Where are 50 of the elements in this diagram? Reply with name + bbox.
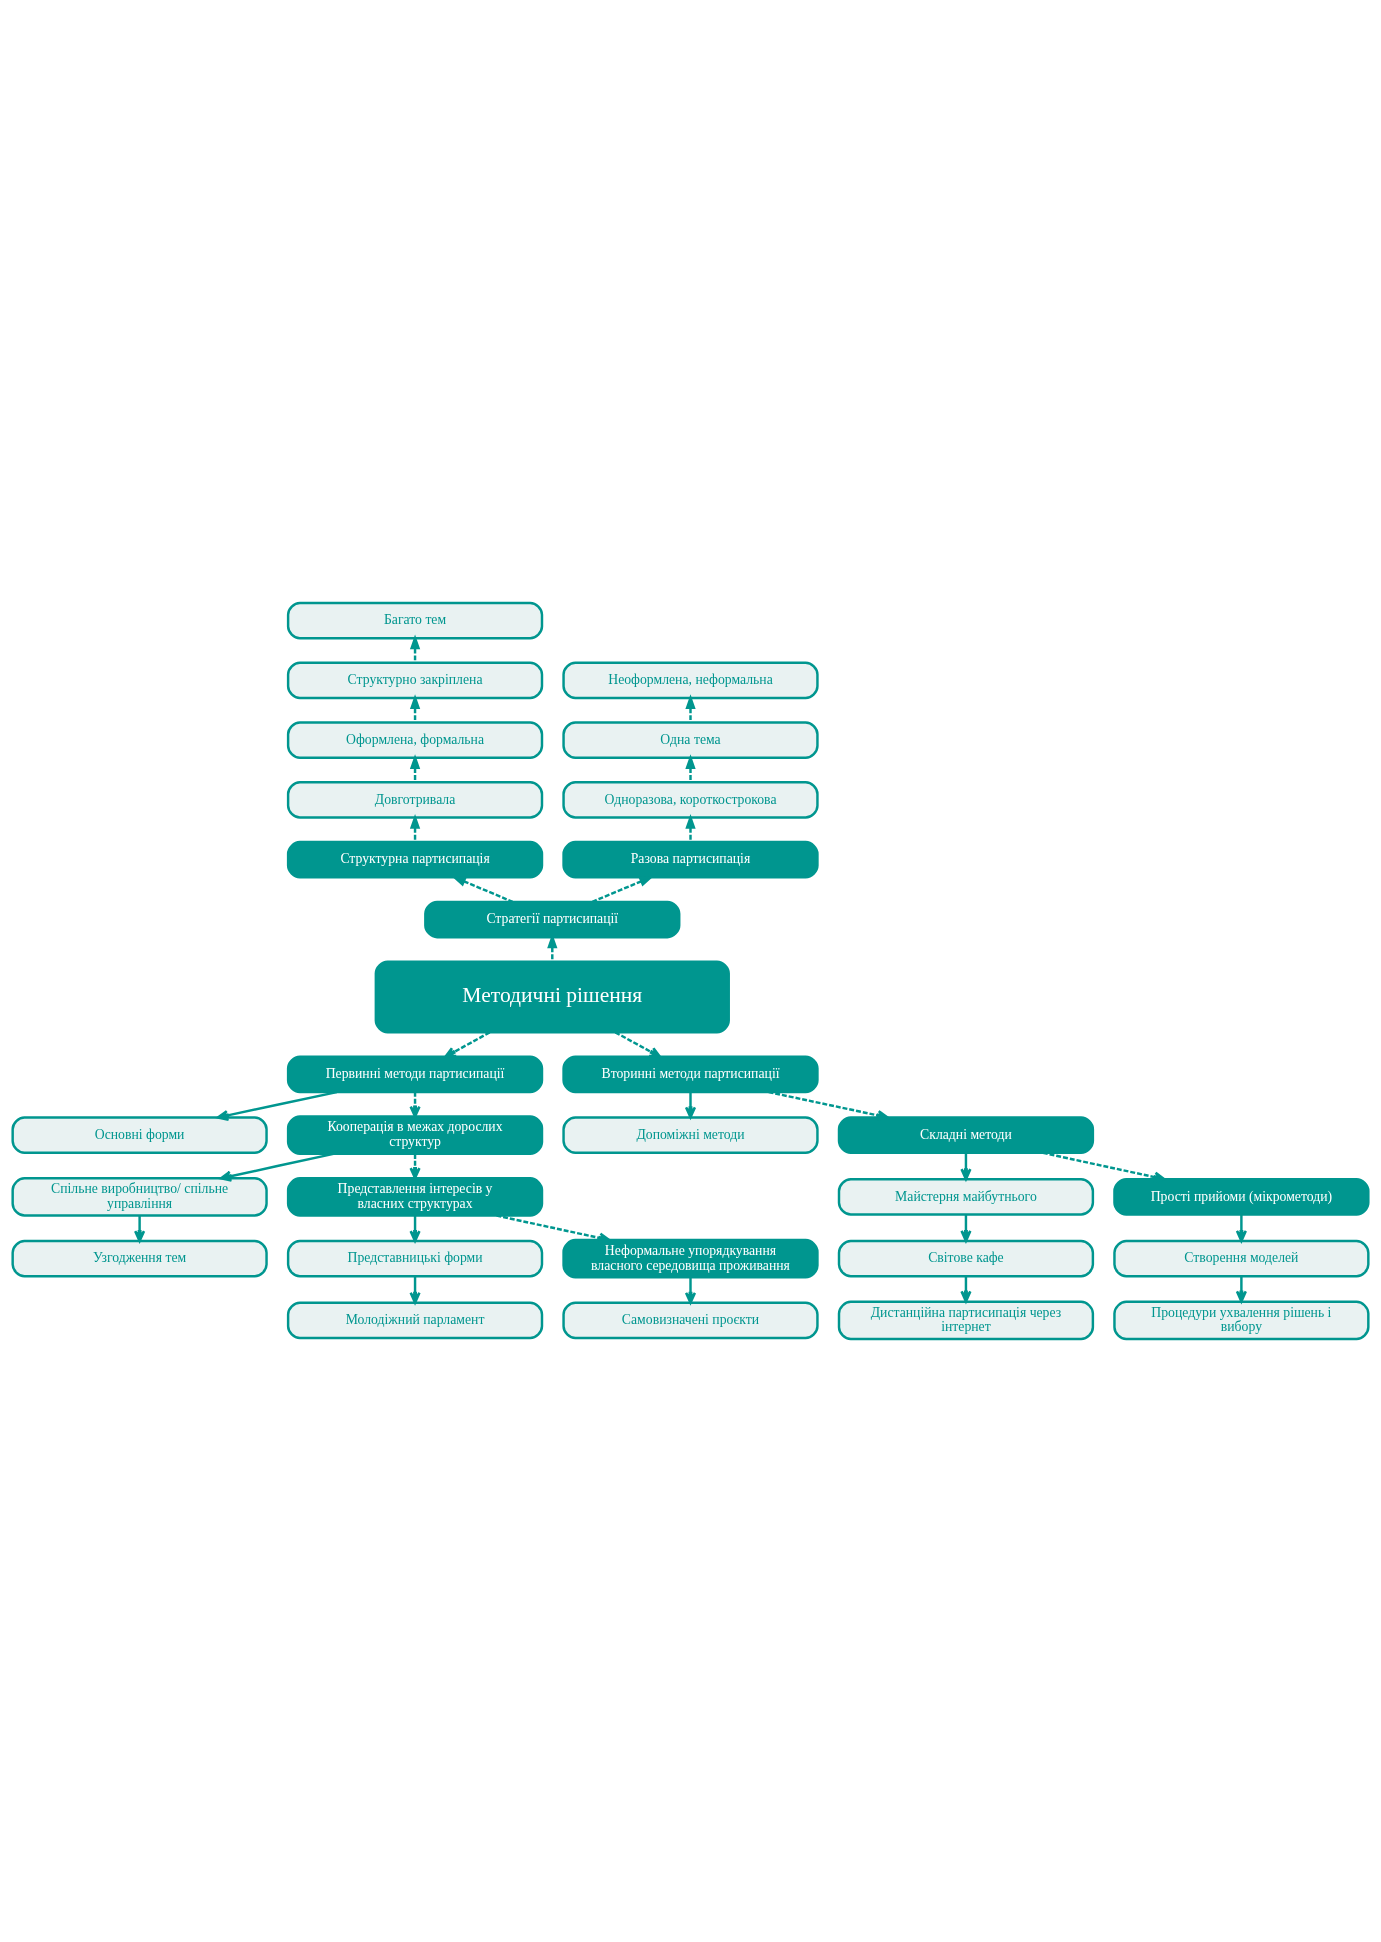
arrow [685, 813, 696, 842]
node-box: Неоформлена, неформальна [562, 661, 819, 700]
arrow [216, 1090, 338, 1121]
arrow [685, 754, 696, 783]
node-box: Неформальне упорядкування власного середовища проживання [562, 1238, 819, 1279]
node-box: Узгодження тем [11, 1239, 268, 1278]
arrow [1235, 1214, 1248, 1243]
node-box: Стратегії партисипації [424, 900, 681, 939]
node-box: Первинні методи партисипації [286, 1055, 544, 1094]
arrow [685, 694, 696, 723]
arrow [444, 1031, 491, 1058]
node-box: Основні форми [11, 1116, 268, 1155]
node-box: Оформлена, формальна [286, 721, 544, 760]
node-box: Кооперація в межах дорослих структур [286, 1115, 544, 1156]
node-box: Допоміжні методи [562, 1116, 819, 1155]
node-box: Спільне виробництво/ спільне управління [11, 1177, 268, 1217]
arrow [409, 1092, 421, 1118]
node-box: Структурна партисипація [286, 840, 544, 879]
arrow [1235, 1276, 1248, 1303]
arrow [409, 634, 421, 663]
node-box: Разова партисипація [562, 840, 819, 879]
node-box: Прості прийоми (мікрометоди) [1113, 1178, 1370, 1216]
node-box: Майстерня майбутнього [837, 1178, 1095, 1216]
node-box: Представлення інтересів у власних структурах [286, 1177, 544, 1217]
arrow [409, 813, 421, 842]
node-box: Дистанційна партисипація через інтернет [837, 1300, 1095, 1341]
node-box: Світове кафе [837, 1239, 1095, 1278]
node-box: Багато тем [286, 601, 544, 640]
node-box: Вторинні методи партисипації [562, 1055, 819, 1094]
node-box: Одна тема [562, 721, 819, 760]
node-box: Одноразова, короткострокова [562, 781, 819, 819]
node-box: Процедури ухвалення рішень і вибору [1113, 1300, 1370, 1341]
node-box: Створення моделей [1113, 1239, 1370, 1278]
arrow [409, 754, 421, 783]
node-box: Самовизначені проєкти [562, 1301, 819, 1340]
arrow [684, 1277, 697, 1304]
node-box: Складні методи [837, 1116, 1095, 1155]
arrow [684, 1092, 697, 1119]
arrow [451, 876, 514, 903]
arrow [133, 1215, 146, 1243]
arrow [409, 694, 421, 723]
node-box: Довготривала [286, 781, 544, 819]
node-box: Методичні рішення [374, 960, 730, 1034]
node-box: Структурно закріплена [286, 661, 544, 700]
node-box: Представницькі форми [286, 1239, 544, 1278]
arrow [219, 1152, 334, 1182]
node-box: Молодіжний парламент [286, 1301, 544, 1340]
arrow [591, 876, 654, 903]
arrow [614, 1031, 662, 1058]
arrow [409, 1154, 421, 1180]
